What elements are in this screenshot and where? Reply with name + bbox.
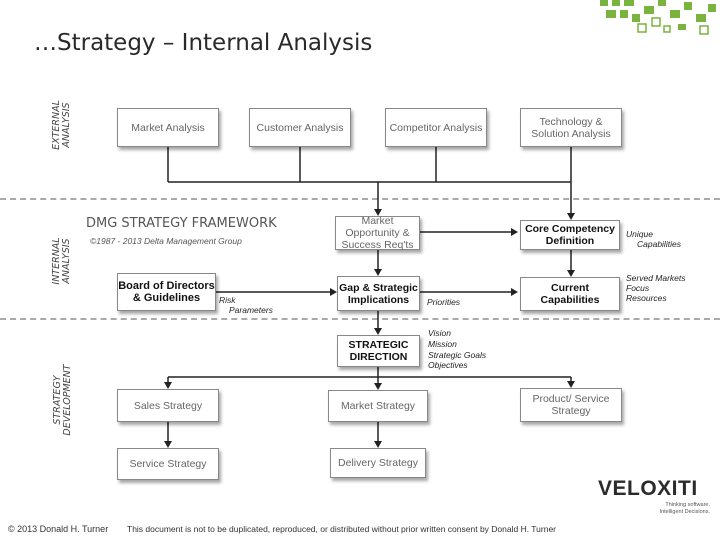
framework-title: DMG STRATEGY FRAMEWORK <box>86 216 277 231</box>
market-opportunity-box: Market Opportunity & Success Req'ts <box>335 215 420 251</box>
note-mission: Mission <box>428 339 457 349</box>
customer-analysis-box: Customer Analysis <box>249 108 351 147</box>
framework-copyright: ©1987 - 2013 Delta Management Group <box>90 236 242 246</box>
strategic-direction-label: STRATEGIC DIRECTION <box>348 339 409 363</box>
veloxiti-tagline-2: Intelligent Decisions. <box>659 509 710 515</box>
sales-strategy-label: Sales Strategy <box>133 399 203 412</box>
strategic-direction-box: STRATEGIC DIRECTION <box>337 335 420 367</box>
note-focus: Focus <box>626 283 650 293</box>
separator-internal-strategy <box>0 318 720 320</box>
veloxiti-tagline-1: Thinking software. <box>665 502 710 508</box>
note-served-markets: Served Markets <box>626 273 686 283</box>
current-capabilities-label: Current Capabilities <box>540 282 600 306</box>
market-analysis-label: Market Analysis <box>131 121 205 134</box>
note-objectives: Objectives <box>428 360 468 370</box>
gap-strategic-box: Gap & Strategic Implications <box>337 276 420 311</box>
service-strategy-label: Service Strategy <box>129 458 207 470</box>
note-strategic-goals: Strategic Goals <box>428 350 487 360</box>
footer-disclaimer: This document is not to be duplicated, r… <box>127 524 557 534</box>
market-strategy-box: Market Strategy <box>328 390 428 422</box>
competitor-analysis-label: Competitor Analysis <box>389 121 483 134</box>
note-capabilities: Capabilities <box>637 239 681 249</box>
competitor-analysis-box: Competitor Analysis <box>385 108 487 147</box>
delivery-strategy-label: Delivery Strategy <box>338 457 418 469</box>
core-competency-box: Core Competency Definition <box>520 220 620 250</box>
gap-strategic-label: Gap & Strategic Implications <box>339 281 418 306</box>
separator-external-internal <box>0 198 720 200</box>
note-parameters: Parameters <box>229 305 273 315</box>
note-risk: Risk <box>219 295 236 305</box>
note-priorities: Priorities <box>427 297 461 307</box>
note-vision: Vision <box>428 328 451 338</box>
note-resources: Resources <box>626 293 667 303</box>
core-competency-label: Core Competency Definition <box>525 223 615 247</box>
product-strategy-box: Product/ Service Strategy <box>520 388 622 422</box>
product-strategy-label: Product/ Service Strategy <box>532 393 610 417</box>
veloxiti-logo-text: VELOXITI <box>598 477 698 500</box>
footer-copyright: © 2013 Donald H. Turner <box>8 524 109 534</box>
slide-title: …Strategy – Internal Analysis <box>34 30 373 56</box>
current-capabilities-box: Current Capabilities <box>520 277 620 311</box>
sales-strategy-box: Sales Strategy <box>117 389 219 422</box>
board-of-directors-label: Board of Directors & Guidelines <box>118 280 215 304</box>
veloxiti-logo: VELOXITI Thinking software. Intelligent … <box>598 478 716 518</box>
delivery-strategy-box: Delivery Strategy <box>330 448 426 478</box>
board-of-directors-box: Board of Directors & Guidelines <box>117 273 216 311</box>
market-strategy-label: Market Strategy <box>340 400 416 412</box>
market-analysis-box: Market Analysis <box>117 108 219 147</box>
decorative-header-graphic <box>600 0 716 35</box>
technology-analysis-box: Technology & Solution Analysis <box>520 108 622 147</box>
market-opportunity-label: Market Opportunity & Success Req'ts <box>341 215 414 251</box>
note-unique: Unique <box>626 229 653 239</box>
customer-analysis-label: Customer Analysis <box>256 121 344 134</box>
technology-analysis-label: Technology & Solution Analysis <box>531 115 611 140</box>
service-strategy-box: Service Strategy <box>117 448 219 480</box>
